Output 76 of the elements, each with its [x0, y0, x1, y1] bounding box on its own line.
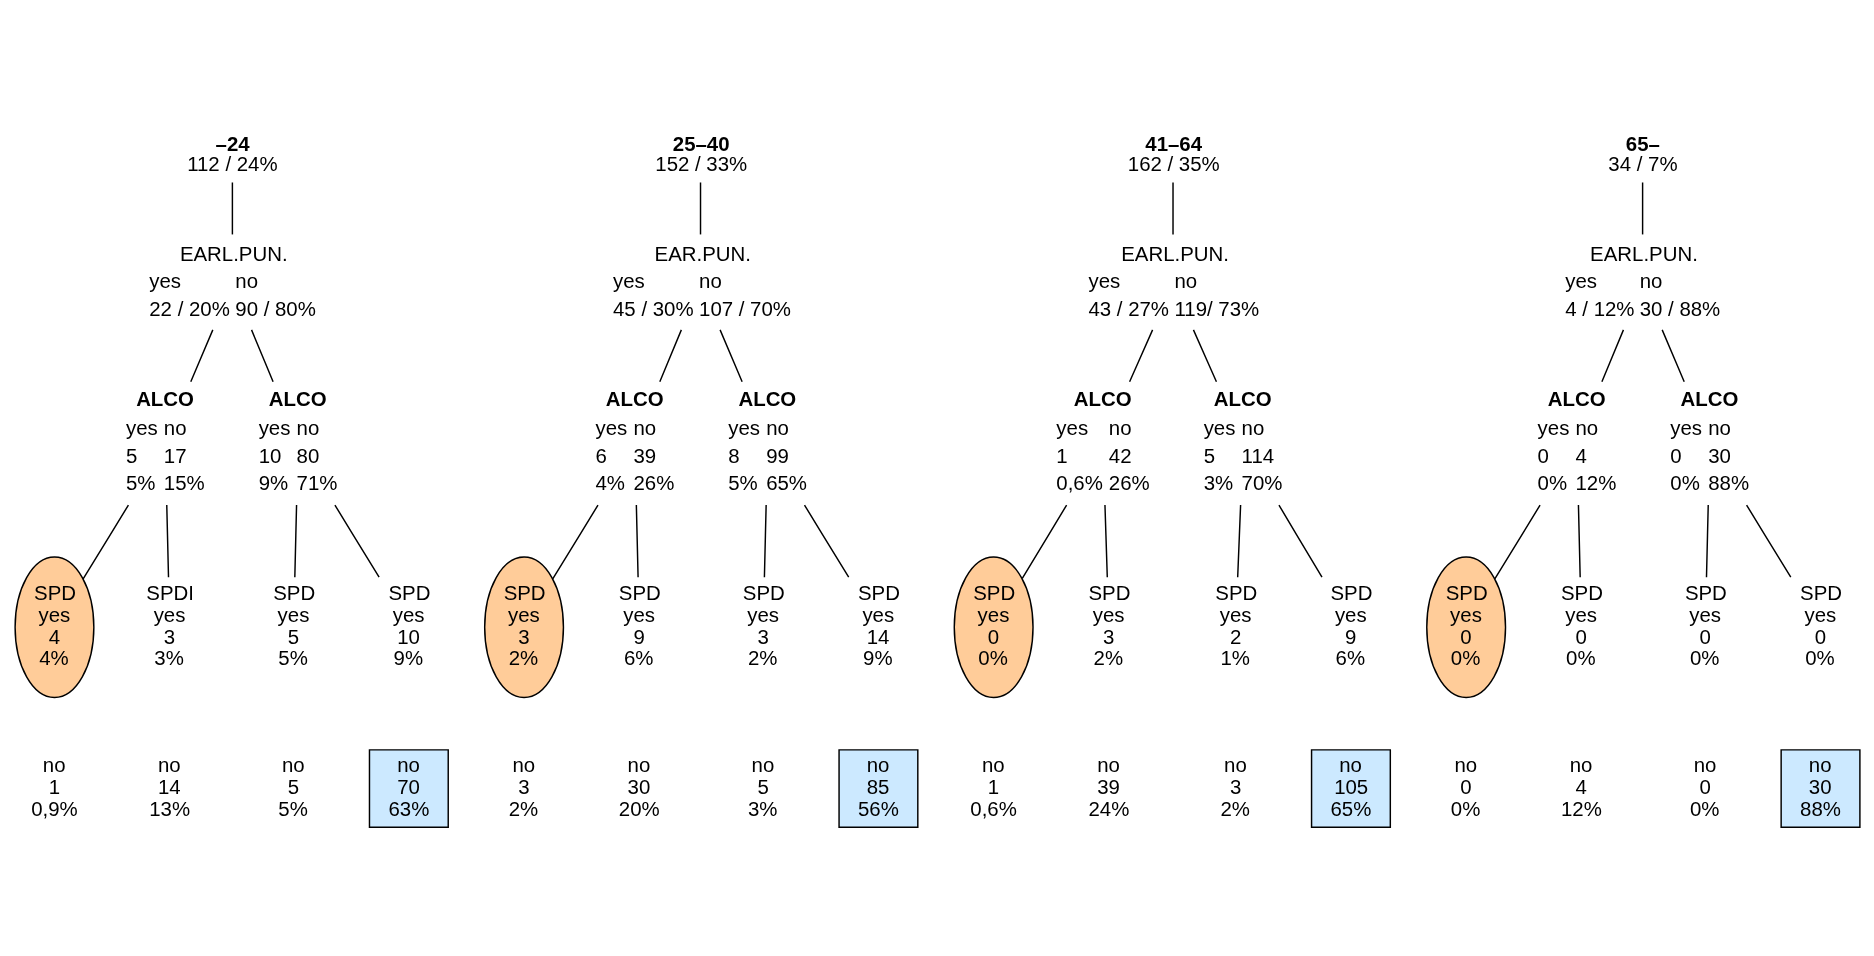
node-text: –24 112 / 24%	[186, 132, 278, 175]
node-text: SPD yes 10 9%	[387, 581, 430, 669]
connector	[250, 328, 274, 383]
connector	[189, 328, 214, 383]
node-text: no 30 20%	[618, 753, 660, 820]
connector	[551, 503, 599, 580]
node-ellipse: SPD yes 3 2%	[483, 555, 564, 698]
connector	[1236, 503, 1241, 578]
connector	[1493, 503, 1541, 580]
node-box: no 85 56%	[837, 748, 919, 828]
connector	[1705, 503, 1709, 578]
connector	[1103, 503, 1108, 578]
node-text: 25–40 152 / 33%	[654, 132, 747, 175]
node-text: no 39 24%	[1087, 753, 1129, 820]
connector	[1577, 503, 1581, 578]
connector	[1660, 328, 1685, 383]
node-text: ALCO yes no 0 4 0% 12%	[1537, 387, 1616, 494]
connector	[718, 328, 743, 383]
node-text: no 5 3%	[747, 753, 777, 820]
connector	[1641, 181, 1643, 235]
connector	[1192, 328, 1217, 383]
node-box: no 105 65%	[1310, 748, 1391, 828]
node-box: no 70 63%	[368, 748, 449, 828]
node-text: no 0 0%	[1450, 753, 1480, 820]
connector	[699, 181, 701, 235]
node-text: SPD yes 0 0%	[1799, 581, 1842, 669]
node-text: no 1 0,9%	[30, 753, 78, 820]
node-text: EARL.PUN. yes no 22 / 20% 90 / 80%	[148, 242, 316, 320]
connector	[658, 328, 682, 383]
node-text: 65– 34 / 7%	[1607, 132, 1678, 175]
node-text: SPDI yes 3 3%	[145, 581, 194, 669]
connector	[1277, 503, 1323, 578]
node-ellipse: SPD yes 4 4%	[13, 555, 95, 698]
node-text: EAR.PUN. yes no 45 / 30% 107 / 70%	[612, 242, 791, 320]
node-text: SPD yes 0 0%	[1560, 581, 1603, 669]
node-box: no 30 88%	[1779, 748, 1861, 828]
node-text: ALCO yes no 10 80 9% 71%	[258, 387, 337, 494]
node-text: EARL.PUN. yes no 4 / 12% 30 / 88%	[1564, 242, 1720, 320]
connector	[81, 503, 129, 580]
node-text: SPD yes 0 0%	[1684, 581, 1727, 669]
connector	[165, 503, 169, 578]
node-text: no 14 13%	[148, 753, 190, 820]
connector	[231, 181, 233, 235]
connector	[1128, 328, 1153, 383]
connector	[763, 503, 767, 578]
node-text: SPD yes 3 2%	[742, 581, 785, 669]
node-text: no 0 0%	[1689, 753, 1719, 820]
node-text: no 3 2%	[508, 753, 538, 820]
connector	[635, 503, 639, 578]
connector	[1171, 181, 1174, 235]
node-text: ALCO yes no 1 42 0,6% 26%	[1055, 387, 1150, 494]
connector	[333, 503, 380, 578]
node-text: SPD yes 2 1%	[1214, 581, 1257, 669]
connector	[1600, 328, 1624, 383]
node-text: SPD yes 9 6%	[618, 581, 661, 669]
node-text: ALCO yes no 0 30 0% 88%	[1669, 387, 1749, 494]
node-text: ALCO yes no 5 17 5% 15%	[125, 387, 205, 494]
node-text: ALCO yes no 8 99 5% 65%	[727, 387, 807, 494]
node-text: 41–64 162 / 35%	[1127, 132, 1220, 175]
node-text: EARL.PUN. yes no 43 / 27% 119/ 73%	[1087, 242, 1259, 320]
node-text: no 3 2%	[1219, 753, 1250, 820]
node-text: no 5 5%	[277, 753, 308, 820]
node-ellipse: SPD yes 0 0%	[953, 555, 1034, 698]
connector	[1745, 503, 1791, 578]
node-text: ALCO yes no 6 39 4% 26%	[595, 387, 674, 494]
node-text: SPD yes 5 5%	[272, 581, 315, 669]
node-text: ALCO yes no 5 114 3% 70%	[1203, 387, 1282, 494]
node-text: SPD yes 3 2%	[1087, 581, 1130, 669]
connector	[1021, 503, 1067, 579]
node-text: SPD yes 14 9%	[857, 581, 900, 669]
node-text: no 4 12%	[1560, 753, 1602, 820]
node-ellipse: SPD yes 0 0%	[1425, 555, 1506, 698]
node-text: no 1 0,6%	[969, 753, 1017, 820]
connector	[803, 503, 849, 578]
node-text: SPD yes 9 6%	[1330, 581, 1372, 669]
connector	[293, 503, 297, 578]
